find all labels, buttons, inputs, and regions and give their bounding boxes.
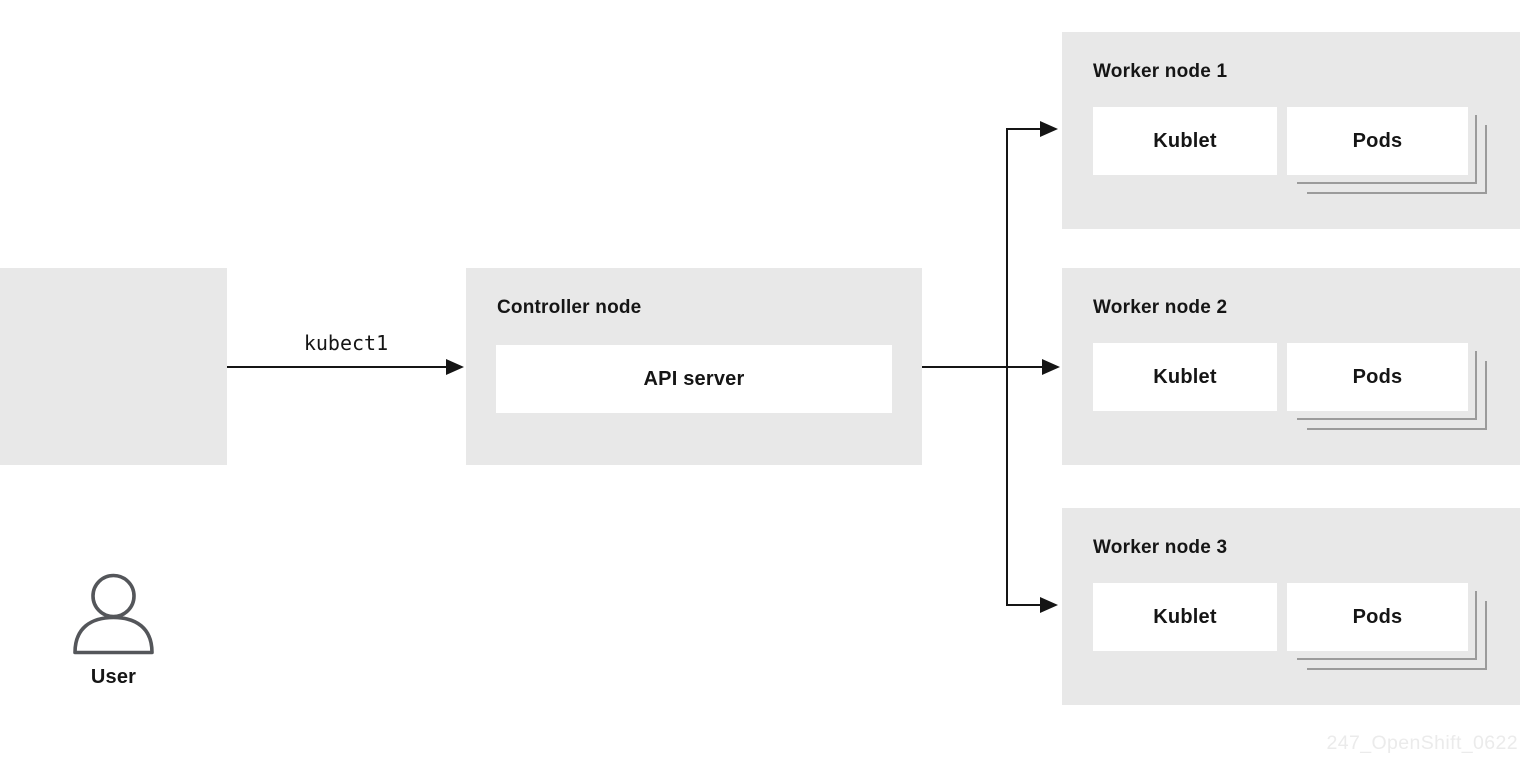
pods-stack-line-icon — [1307, 361, 1487, 430]
worker2-arrowhead-icon — [1042, 359, 1060, 375]
person-icon — [73, 573, 154, 655]
user-to-controller-arrowhead-icon — [446, 359, 464, 375]
pods-stack: Pods — [1287, 583, 1487, 670]
pods-stack: Pods — [1287, 343, 1487, 430]
api-server-box: API server — [496, 345, 892, 413]
pods-label: Pods — [1352, 365, 1403, 388]
branch-bottom-line — [1006, 604, 1042, 606]
kublet-box: Kublet — [1093, 107, 1277, 175]
command-label: kubect1 — [303, 331, 389, 355]
kublet-box: Kublet — [1093, 583, 1277, 651]
kublet-label: Kublet — [1153, 129, 1217, 152]
worker-node-2-panel: Worker node 2 Kublet Pods — [1062, 268, 1520, 465]
controller-node-title: Controller node — [497, 297, 642, 318]
pods-stack-line-icon — [1297, 351, 1477, 420]
kublet-label: Kublet — [1153, 365, 1217, 388]
pods-box: Pods — [1287, 107, 1468, 175]
worker3-arrowhead-icon — [1040, 597, 1058, 613]
pods-box: Pods — [1287, 343, 1468, 411]
controller-node-panel: Controller node API server — [466, 268, 922, 465]
controller-branch-line — [922, 366, 1042, 368]
pods-stack-line-icon — [1297, 115, 1477, 184]
user-to-controller-arrow-line — [227, 366, 446, 368]
worker1-arrowhead-icon — [1040, 121, 1058, 137]
pods-stack: Pods — [1287, 107, 1487, 194]
pods-label: Pods — [1352, 605, 1403, 628]
worker-node-2-title: Worker node 2 — [1093, 297, 1228, 318]
pods-stack-line-icon — [1297, 591, 1477, 660]
user-panel: User — [0, 268, 227, 688]
branch-vertical-line — [1006, 129, 1008, 606]
kublet-label: Kublet — [1153, 605, 1217, 628]
pods-label: Pods — [1352, 129, 1403, 152]
api-server-label: API server — [643, 367, 745, 390]
worker-node-1-panel: Worker node 1 Kublet Pods — [1062, 32, 1520, 229]
worker-node-3-title: Worker node 3 — [1093, 537, 1228, 558]
branch-top-line — [1006, 128, 1042, 130]
pods-stack-line-icon — [1307, 601, 1487, 670]
kublet-box: Kublet — [1093, 343, 1277, 411]
worker-node-1-title: Worker node 1 — [1093, 61, 1228, 82]
worker-node-3-panel: Worker node 3 Kublet Pods — [1062, 508, 1520, 705]
pods-stack-line-icon — [1307, 125, 1487, 194]
pods-box: Pods — [1287, 583, 1468, 651]
watermark-label: 247_OpenShift_0622 — [1326, 732, 1518, 754]
user-label: User — [90, 666, 137, 688]
